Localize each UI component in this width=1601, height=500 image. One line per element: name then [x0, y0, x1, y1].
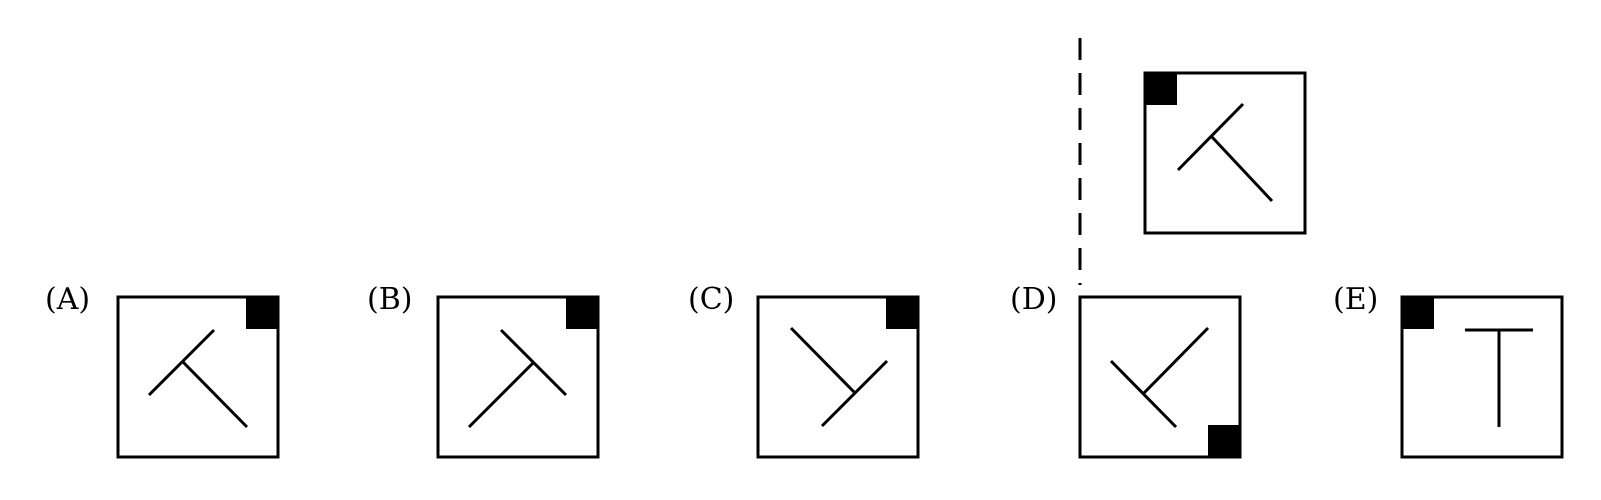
option-c-corner-marker — [886, 297, 918, 329]
option-c-stem — [789, 326, 857, 395]
option-a-label: (A) — [45, 282, 90, 317]
option-a-box — [116, 295, 280, 459]
reference-figure — [1143, 71, 1307, 235]
option-e[interactable]: (E) — [1333, 282, 1564, 459]
option-c-bar — [820, 359, 889, 428]
option-d-bar — [1109, 359, 1178, 429]
option-e-label: (E) — [1333, 282, 1378, 317]
option-b-corner-marker — [566, 297, 598, 329]
option-a-corner-marker — [246, 297, 278, 329]
option-e-corner-marker — [1402, 297, 1434, 329]
option-d-label: (D) — [1010, 282, 1057, 317]
option-d[interactable]: (D) — [1010, 282, 1242, 459]
reference-box — [1143, 71, 1307, 235]
option-b-stem — [467, 360, 536, 429]
option-c-box — [756, 295, 920, 459]
option-d-box — [1078, 295, 1242, 459]
option-b[interactable]: (B) — [367, 282, 600, 459]
reference-stem — [1210, 135, 1274, 203]
option-a[interactable]: (A) — [45, 282, 280, 459]
option-e-box — [1400, 295, 1564, 459]
option-a-stem — [181, 360, 249, 429]
option-c-label: (C) — [688, 282, 734, 317]
option-b-label: (B) — [367, 282, 412, 317]
option-b-box — [436, 295, 600, 459]
option-b-bar — [499, 328, 568, 397]
option-c[interactable]: (C) — [688, 282, 920, 459]
option-d-corner-marker — [1208, 425, 1240, 457]
option-d-stem — [1142, 326, 1210, 395]
reference-corner-marker — [1145, 73, 1177, 105]
option-a-bar — [147, 328, 216, 397]
reference-bar — [1176, 102, 1245, 172]
